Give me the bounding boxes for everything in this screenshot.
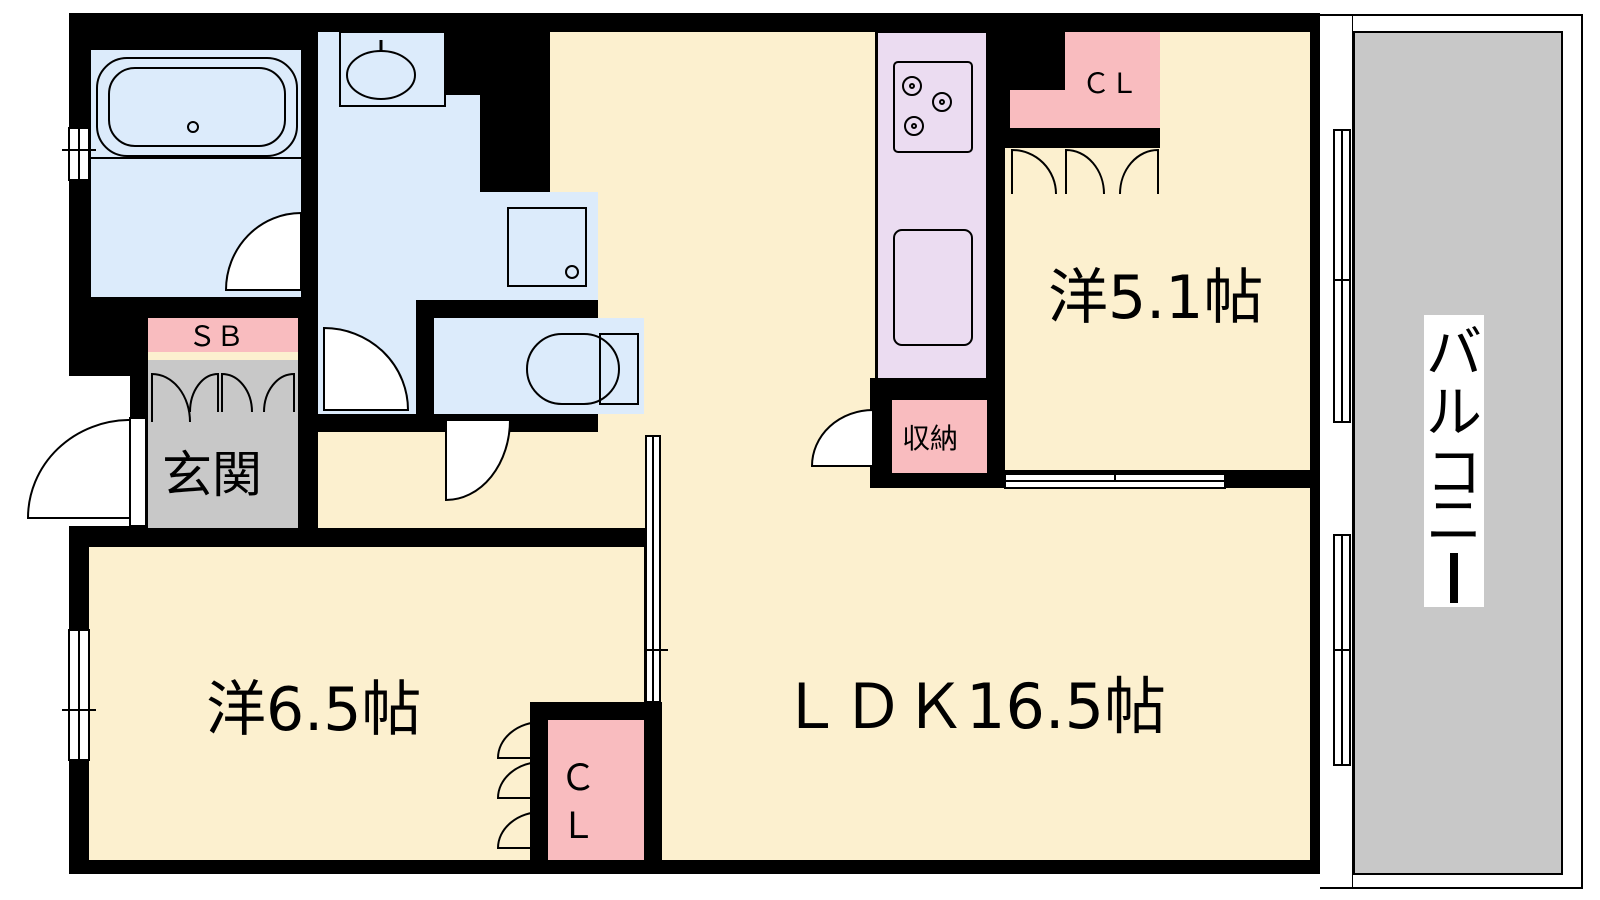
door-swings (26, 211, 874, 519)
stove-panel (893, 61, 973, 153)
balcony-char-3: コ (1426, 441, 1482, 506)
washroom (318, 32, 598, 414)
drain-icon (565, 265, 579, 279)
balcony-char-1: バ (1426, 321, 1482, 386)
bath-drain-icon (187, 121, 199, 133)
toilet-tank (599, 333, 639, 405)
balcony-char-5-bar (1450, 553, 1458, 603)
room-label-ldk: ＬＤＫ16.5帖 (780, 670, 1166, 743)
kitchen-counter (876, 31, 988, 380)
western-room-left (89, 547, 644, 860)
toilet (434, 318, 644, 414)
bathtub-inner (108, 67, 286, 147)
storage-label-storage: 収納 (902, 422, 958, 455)
kitchen-sink-icon (893, 229, 973, 346)
balcony-char-2: ル (1426, 381, 1482, 446)
bathtub (96, 57, 298, 157)
storage-label-closet-bottom: Ｃ Ｌ (560, 758, 596, 847)
shoe-box-strip (148, 352, 298, 360)
room-label-western-left: 洋6.5帖 (206, 675, 421, 745)
sliding-door (1004, 473, 1226, 489)
closet-bottom-char-2: Ｌ (560, 806, 596, 847)
storage-label-shoe-box: ＳＢ (188, 320, 244, 353)
toilet-icon (526, 333, 620, 405)
stove-burner-icon (902, 76, 952, 136)
room-label-balcony: バ ル コ ニ (1426, 321, 1482, 603)
room-label-western-right: 洋5.1帖 (1048, 263, 1263, 333)
balcony-char-4: ニ (1426, 489, 1482, 554)
washing-machine-pan (507, 207, 587, 287)
western-room-right (1005, 32, 1310, 470)
room-label-entrance: 玄関 (162, 446, 262, 504)
closet-bottom-doors (496, 718, 543, 860)
closet-bottom (548, 720, 644, 860)
ldk-room (550, 32, 1310, 860)
closet-bottom-char-1: Ｃ (560, 758, 596, 799)
shoe-box-doors (151, 372, 295, 423)
closet-top (1010, 32, 1160, 128)
entry-door-frame (129, 417, 147, 527)
storage-closet (892, 400, 987, 473)
closet-top-doors (1010, 133, 1160, 195)
shoe-box (148, 318, 298, 354)
washbasin-counter (339, 31, 446, 107)
storage-label-closet-top: ＣＬ (1082, 67, 1138, 100)
